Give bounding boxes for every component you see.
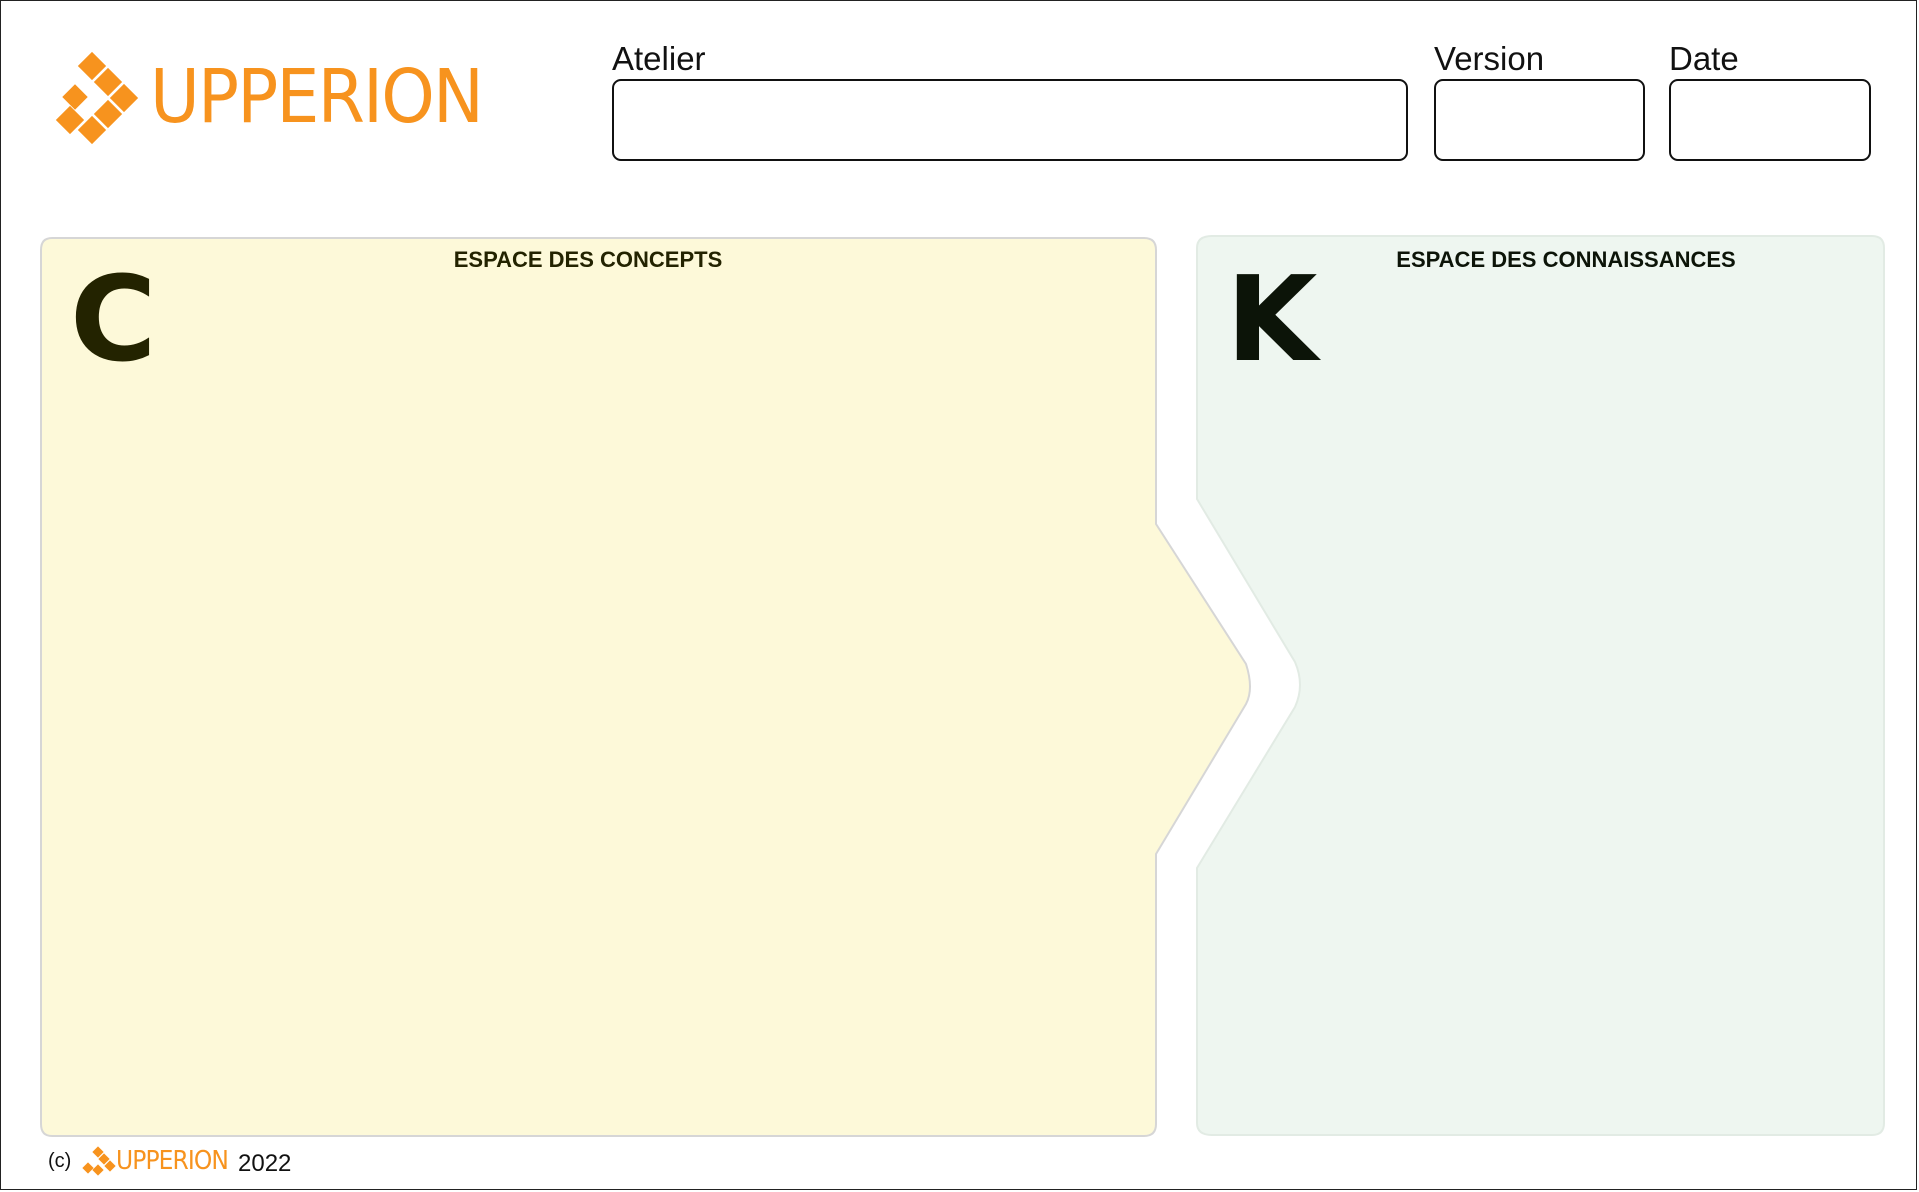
brand-logo: UPPERION (54, 51, 484, 147)
version-field[interactable] (1434, 79, 1645, 161)
copyright-year: 2022 (238, 1150, 292, 1177)
knowledge-letter: K (1226, 250, 1318, 388)
footer-logo: UPPERION (82, 1146, 232, 1178)
footer-wordmark: UPPERION (116, 1146, 229, 1176)
concepts-panel[interactable] (40, 237, 1251, 1137)
date-label: Date (1669, 40, 1739, 77)
atelier-field[interactable] (612, 79, 1408, 161)
atelier-label: Atelier (612, 40, 706, 77)
version-label: Version (1434, 40, 1545, 77)
date-field[interactable] (1669, 79, 1871, 161)
logo-wordmark: UPPERION (150, 54, 484, 140)
knowledge-panel[interactable] (1196, 235, 1885, 1136)
concepts-title: ESPACE DES CONCEPTS (453, 247, 723, 272)
knowledge-title: ESPACE DES CONNAISSANCES (1396, 247, 1736, 272)
copyright-mark: (c) (48, 1150, 72, 1172)
concepts-letter: C (70, 250, 157, 388)
